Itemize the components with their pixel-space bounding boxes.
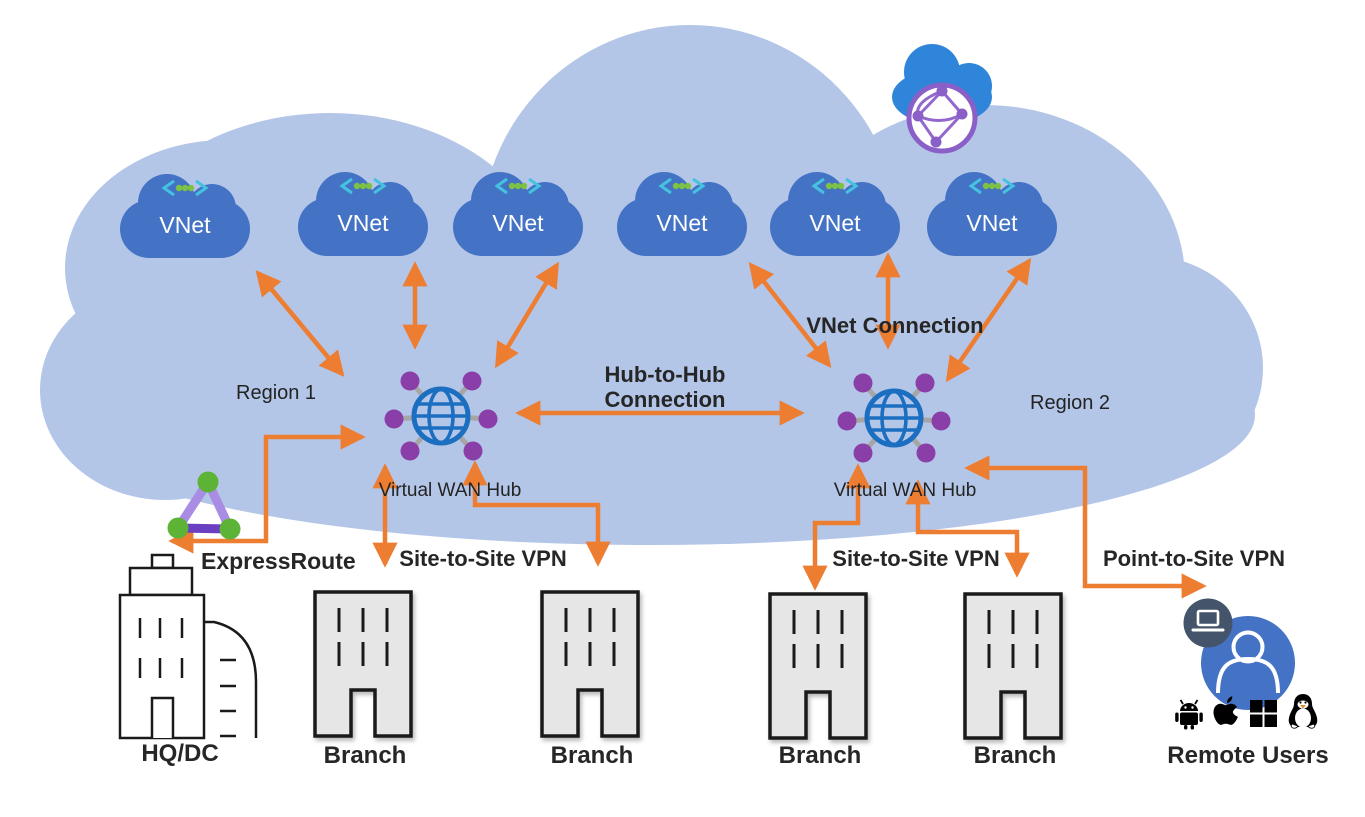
vnet-icon — [968, 177, 1016, 195]
branch-4-label: Branch — [973, 742, 1057, 769]
vnet-label: VNet — [966, 210, 1018, 236]
vnet-6: VNet — [927, 168, 1057, 256]
vnet-icon — [161, 179, 209, 197]
android-icon — [1175, 699, 1203, 730]
branch-1-label: Branch — [323, 742, 407, 769]
vnet-label: VNet — [159, 212, 211, 238]
vnet-1: VNet — [120, 170, 250, 258]
vnet-icon — [339, 177, 387, 195]
vnet-icon — [658, 177, 706, 195]
globe-network-icon — [906, 82, 978, 154]
apple-icon — [1213, 696, 1238, 725]
vnet-3: VNet — [453, 168, 583, 256]
hub-to-hub-label: Hub-to-Hub Connection — [565, 362, 765, 412]
branch-building-icon-4 — [963, 592, 1067, 742]
vnet-label: VNet — [656, 210, 708, 236]
hub-2-label: Virtual WAN Hub — [833, 480, 977, 501]
virtual-wan-hub-icon-1 — [366, 351, 516, 481]
expressroute-arrow — [168, 424, 366, 554]
vnet-icon — [811, 177, 859, 195]
region-1-label: Region 1 — [236, 382, 317, 404]
hq-dc-label: HQ/DC — [141, 740, 219, 767]
vnet-connection-arrow-3 — [495, 261, 559, 369]
region-2-label: Region 2 — [1030, 392, 1111, 414]
site-to-site-vpn-label-right: Site-to-Site VPN — [832, 546, 1000, 571]
vnet-2: VNet — [298, 168, 428, 256]
vnet-label: VNet — [809, 210, 861, 236]
vnet-label: VNet — [492, 210, 544, 236]
vnet-4: VNet — [617, 168, 747, 256]
vnet-connection-arrow-1 — [255, 270, 345, 377]
point-to-site-arrow — [964, 455, 1207, 599]
laptop-icon — [1183, 598, 1233, 648]
windows-icon — [1250, 700, 1277, 727]
vnet-label: VNet — [337, 210, 389, 236]
site-to-site-vpn-label-left: Site-to-Site VPN — [399, 546, 567, 571]
vnet-connection-label: VNet Connection — [806, 313, 984, 338]
virtual-wan-hub-icon-2 — [819, 353, 969, 483]
expressroute-icon — [160, 468, 250, 548]
site-to-site-arrow-3 — [802, 463, 871, 591]
vnet-5: VNet — [770, 168, 900, 256]
linux-icon — [1288, 694, 1318, 729]
point-to-site-vpn-label: Point-to-Site VPN — [1102, 546, 1286, 571]
connector-arrows — [168, 252, 1207, 599]
hub-to-hub-label-line2: Connection — [604, 387, 726, 412]
hub-1-label: Virtual WAN Hub — [378, 480, 522, 501]
branch-building-icon-3 — [768, 592, 872, 742]
azure-virtual-wan-icon — [878, 30, 1013, 160]
expressroute-label: ExpressRoute — [201, 548, 356, 574]
vnet-connection-arrow-4 — [748, 262, 832, 368]
branch-2-label: Branch — [550, 742, 634, 769]
remote-users-icon-group — [1168, 585, 1328, 745]
vnet-connection-arrow-6 — [945, 257, 1032, 383]
remote-users-label: Remote Users — [1167, 742, 1329, 769]
branch-building-icon-2 — [540, 590, 644, 740]
vnet-icon — [494, 177, 542, 195]
branch-3-label: Branch — [778, 742, 862, 769]
branch-building-icon-1 — [313, 590, 417, 740]
hub-to-hub-label-line1: Hub-to-Hub — [604, 362, 726, 387]
hq-building-icon — [118, 548, 263, 743]
site-to-site-arrow-2 — [462, 460, 611, 567]
